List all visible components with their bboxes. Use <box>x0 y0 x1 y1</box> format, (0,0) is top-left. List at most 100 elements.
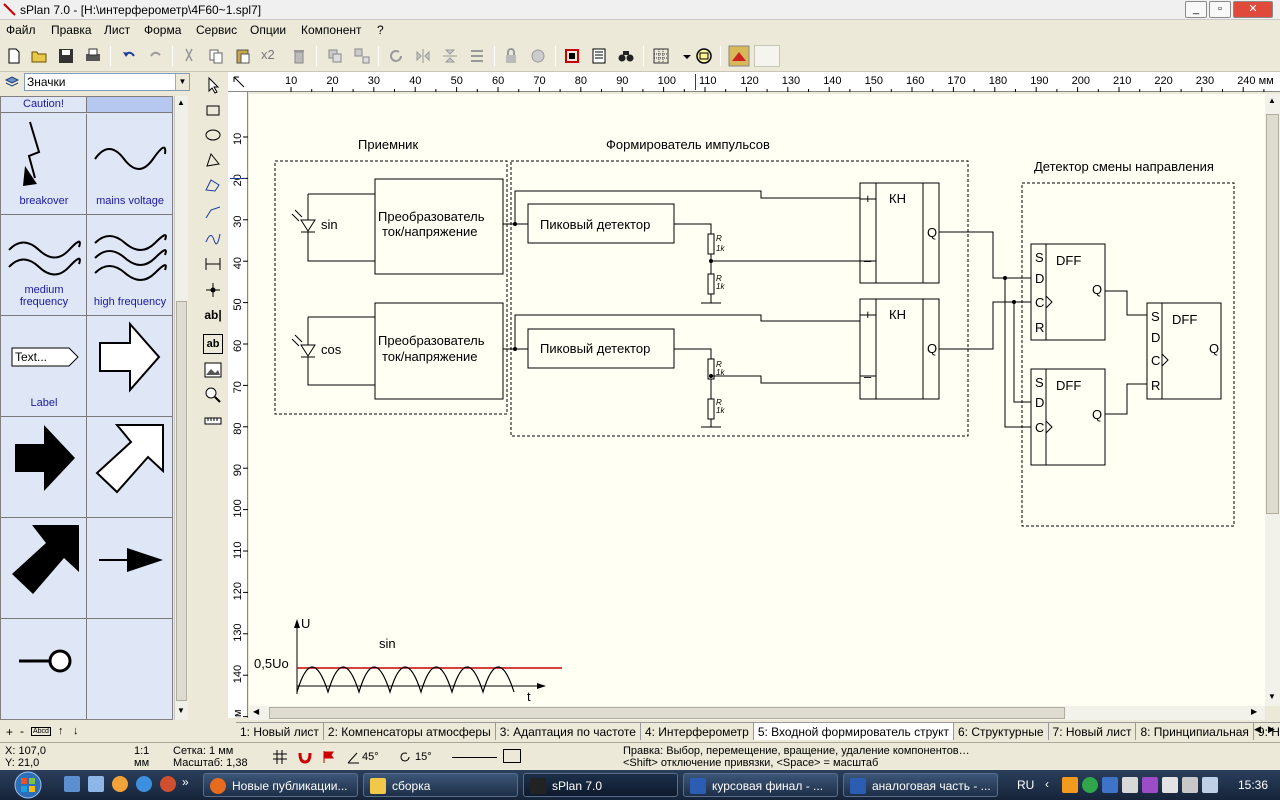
redo-icon[interactable] <box>147 47 165 65</box>
rotation-icon[interactable] <box>398 749 412 765</box>
remove-symbol-button[interactable]: - <box>20 724 24 738</box>
scroll-up-icon[interactable]: ▲ <box>177 98 185 107</box>
undo-icon[interactable] <box>120 47 138 65</box>
menu-file[interactable]: Файл <box>6 23 36 37</box>
measure-tool-icon[interactable] <box>203 411 223 431</box>
move-down-button[interactable]: ↓ <box>73 725 79 737</box>
tab-sheet-7[interactable]: 7: Новый лист <box>1049 723 1137 740</box>
zoom-fit-icon[interactable] <box>695 47 713 65</box>
delete-icon[interactable] <box>290 47 308 65</box>
group-icon[interactable] <box>326 47 344 65</box>
save-icon[interactable] <box>57 47 75 65</box>
zoom-tool-icon[interactable] <box>203 385 223 405</box>
palette-item-label[interactable]: Text... Label <box>1 316 87 417</box>
menu-help[interactable]: ? <box>377 23 384 37</box>
tray-power-icon[interactable] <box>1182 777 1198 793</box>
curve-tool-icon[interactable] <box>203 228 223 248</box>
mirror-horizontal-icon[interactable] <box>414 47 432 65</box>
tray-expand-icon[interactable]: ‹ <box>1045 777 1049 791</box>
ruler-origin-icon[interactable] <box>232 75 246 89</box>
color-swatch[interactable] <box>754 45 780 67</box>
line-style-preview[interactable] <box>452 757 497 758</box>
dff-1[interactable] <box>1030 243 1106 341</box>
comparator-1[interactable] <box>859 182 940 284</box>
scroll-down-icon[interactable]: ▼ <box>177 706 185 715</box>
tray-clock[interactable]: 15:36 <box>1237 778 1268 792</box>
taskbar-item-folder[interactable]: сборка <box>363 773 518 797</box>
taskbar-item-word-1[interactable]: курсовая финал - ... <box>683 773 838 797</box>
schematic-diagram[interactable]: Приемник Формирователь импульсов Детекто… <box>249 94 1265 706</box>
palette-item-pin[interactable] <box>1 619 87 719</box>
lock-icon[interactable] <box>502 47 520 65</box>
converter-block-1[interactable] <box>374 178 504 275</box>
tray-volume-icon[interactable] <box>1202 777 1218 793</box>
pointer-tool-icon[interactable] <box>203 75 223 95</box>
cut-icon[interactable] <box>180 47 198 65</box>
palette-item-arrow-filled[interactable] <box>1 417 87 518</box>
snap-angle-2[interactable]: 15° <box>415 751 432 763</box>
snap-magnet-icon[interactable] <box>297 749 313 765</box>
tab-sheet-6[interactable]: 6: Структурные <box>954 723 1049 740</box>
quicklaunch-media-icon[interactable] <box>112 776 128 792</box>
tray-flag-icon[interactable] <box>1162 777 1178 793</box>
copy-icon[interactable] <box>207 47 225 65</box>
tray-media-icon[interactable] <box>1142 777 1158 793</box>
mirror-vertical-icon[interactable] <box>441 47 459 65</box>
start-button-icon[interactable] <box>6 770 50 800</box>
canvas-hscroll-thumb[interactable] <box>269 707 1065 719</box>
menu-component[interactable]: Компонент <box>301 23 362 37</box>
multiply-button[interactable]: x2 <box>261 47 275 62</box>
quicklaunch-opera-icon[interactable] <box>160 776 176 792</box>
pin-icon[interactable] <box>320 749 336 765</box>
align-icon[interactable] <box>468 47 486 65</box>
palette-item-high-frequency[interactable]: high frequency <box>87 215 172 316</box>
grid-toggle-icon[interactable] <box>272 749 288 765</box>
ellipse-tool-icon[interactable] <box>203 125 223 145</box>
palette-item-line-arrow[interactable] <box>87 518 172 619</box>
polygon-tool-icon[interactable] <box>203 150 223 170</box>
scroll-up-icon[interactable]: ▲ <box>1268 96 1276 105</box>
palette-item-selected[interactable] <box>87 97 172 113</box>
palette-item-medium-frequency[interactable]: medium frequency <box>1 215 87 316</box>
text-frame-tool[interactable]: ab <box>203 334 223 354</box>
canvas-vscroll-thumb[interactable] <box>1266 114 1279 514</box>
restore-button[interactable]: ▫ <box>1209 1 1231 18</box>
palette-scrollbar[interactable]: ▲ ▼ <box>174 96 188 720</box>
rectangle-tool-icon[interactable] <box>203 100 223 120</box>
palette-item-breakover[interactable]: breakover <box>1 114 87 215</box>
tab-sheet-1[interactable]: 1: Новый лист <box>236 723 324 740</box>
component-export-icon[interactable] <box>563 47 581 65</box>
library-icon[interactable] <box>4 74 20 90</box>
palette-item-empty[interactable] <box>87 619 172 719</box>
ungroup-icon[interactable] <box>353 47 371 65</box>
palette-item-arrow-outline[interactable] <box>87 316 172 417</box>
find-icon[interactable] <box>617 47 635 65</box>
minimize-button[interactable]: _ <box>1185 1 1207 18</box>
dff-3[interactable] <box>1146 302 1222 400</box>
add-symbol-button[interactable]: + <box>6 725 14 739</box>
tab-sheet-4[interactable]: 4: Интерферометр <box>641 723 754 740</box>
tabs-scroll-left-icon[interactable]: ◀ <box>1254 724 1261 734</box>
tray-device-icon[interactable] <box>1122 777 1138 793</box>
palette-item-caution[interactable]: Caution! <box>1 97 87 113</box>
grid-dropdown-icon[interactable] <box>678 47 691 65</box>
dff-2[interactable] <box>1030 368 1106 466</box>
rename-symbol-button[interactable]: Abcd <box>31 727 51 736</box>
canvas-vertical-scrollbar[interactable]: ▲ ▼ <box>1265 94 1280 706</box>
scroll-left-icon[interactable]: ◀ <box>253 707 260 716</box>
tray-app-icon[interactable] <box>1062 777 1078 793</box>
print-icon[interactable] <box>84 47 102 65</box>
menu-service[interactable]: Сервис <box>196 23 238 37</box>
quicklaunch-window-icon[interactable] <box>88 776 104 792</box>
move-up-button[interactable]: ↑ <box>58 725 64 737</box>
converter-block-2[interactable] <box>374 302 504 400</box>
canvas-horizontal-scrollbar[interactable]: ◀ ▶ <box>249 706 1265 720</box>
tray-bluetooth-icon[interactable] <box>1102 777 1118 793</box>
menu-sheet[interactable]: Лист <box>104 23 131 37</box>
palette-item-arrow-diagonal-filled[interactable] <box>1 518 87 619</box>
palette-item-arrow-diagonal-outline[interactable] <box>87 417 172 518</box>
paste-icon[interactable] <box>234 47 252 65</box>
parts-list-icon[interactable] <box>590 47 608 65</box>
grid-icon[interactable] <box>652 47 670 65</box>
menu-options[interactable]: Опции <box>250 23 287 37</box>
